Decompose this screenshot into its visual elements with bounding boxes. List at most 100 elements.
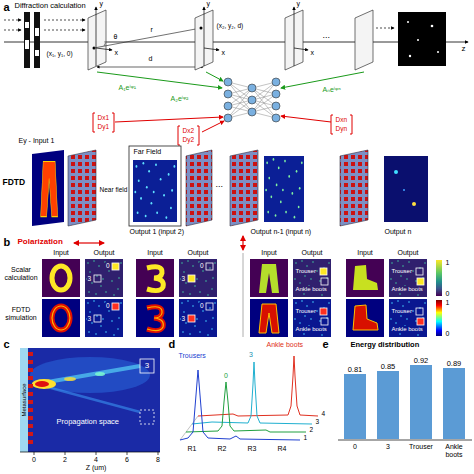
axis-label: z — [461, 45, 466, 54]
field-map — [127, 452, 128, 455]
input-image — [259, 264, 279, 293]
colorbar — [436, 300, 442, 336]
fdtd-sketch — [129, 146, 181, 226]
neural-network — [248, 84, 256, 92]
bar: 0.89 — [443, 359, 465, 439]
column-header: Input — [357, 249, 374, 257]
neural-network — [115, 117, 223, 122]
bar-fill — [443, 368, 465, 439]
field-map — [140, 359, 154, 373]
metasurface-label: Metasurface — [21, 383, 28, 417]
spectrum-plot — [186, 382, 306, 432]
panel-letter: a — [3, 1, 10, 13]
axis-label: y — [99, 0, 104, 8]
input-image — [136, 259, 174, 297]
output-image — [188, 275, 195, 282]
spectrum-plot — [198, 356, 318, 416]
field-map — [140, 410, 154, 424]
bar-fill — [344, 374, 366, 439]
diffraction-sketch — [4, 30, 21, 31]
column-header: Input — [261, 249, 278, 257]
output-image — [390, 260, 426, 296]
spectrum-plot — [192, 362, 312, 424]
region-tick: R1 — [187, 445, 197, 453]
distance-label: d — [148, 55, 153, 63]
bar-fill — [410, 365, 432, 439]
field-map — [28, 376, 33, 380]
field-map — [20, 348, 160, 452]
input-image — [346, 299, 384, 337]
output-image — [86, 300, 122, 336]
detector-label: 0 — [105, 302, 110, 309]
axis-label: x — [221, 49, 226, 57]
field-map — [20, 348, 160, 455]
neural-network — [272, 102, 280, 110]
output-image — [417, 278, 424, 285]
fdtd-sketch — [394, 170, 398, 174]
method-label: FDTD — [2, 178, 26, 187]
input-image — [250, 259, 288, 297]
detector-label: Ankle boots — [295, 286, 327, 293]
field-map — [28, 440, 33, 444]
column-header: Output — [397, 249, 419, 257]
tick-label: 4 — [94, 456, 99, 464]
polarization-arrow — [74, 236, 243, 250]
detector-label: 3 — [181, 275, 186, 282]
input-image — [42, 299, 80, 337]
axis-label: x — [114, 49, 119, 57]
tick-label: 6 — [125, 456, 130, 464]
dipole-label: Dy2 — [182, 136, 195, 143]
field-map — [34, 452, 158, 455]
diffraction-sketch — [294, 7, 295, 66]
field-map — [34, 452, 35, 455]
fdtd-sketch — [230, 150, 258, 226]
output-image — [112, 303, 119, 310]
bar-fill — [377, 371, 399, 439]
neural-network — [202, 121, 224, 132]
input-image — [52, 306, 70, 330]
polarization-label: Polarization — [17, 238, 63, 247]
field-map — [28, 424, 33, 428]
peak-label: Ankle boots — [266, 341, 304, 349]
output-image — [94, 275, 101, 282]
neural-network — [97, 72, 222, 88]
diffraction-sketch — [24, 12, 30, 68]
output-image — [180, 300, 216, 336]
neural-network — [97, 72, 364, 88]
field-map — [158, 452, 159, 455]
output-image — [389, 259, 427, 297]
panel-letter: c — [3, 338, 10, 350]
colorbar — [436, 260, 442, 296]
spectrum-plot — [180, 356, 318, 440]
detector-label: 0 — [199, 302, 204, 309]
detector-label: 3 — [87, 275, 92, 282]
dipole-label: Dyn — [335, 125, 348, 132]
input-image — [52, 306, 70, 330]
axis-label: x — [310, 49, 315, 57]
bar-value: 0.85 — [377, 362, 399, 371]
dipole-label: Dy1 — [97, 123, 110, 130]
output-label: Output n — [384, 228, 412, 236]
field-map — [28, 400, 33, 404]
coordinate-label: (x₂, y₂, d) — [216, 22, 244, 29]
axis-label: y — [296, 0, 301, 8]
bar: 0.92 — [410, 356, 432, 439]
trace-index: 2 — [309, 426, 314, 433]
detector-label: Trouser — [391, 308, 412, 315]
diffraction-sketch — [437, 51, 439, 53]
bar: 0.85 — [377, 362, 399, 439]
diffraction-sketch — [94, 28, 201, 48]
output-image — [293, 299, 331, 337]
field-map — [28, 384, 33, 388]
diffraction-sketch — [104, 41, 105, 46]
input-image — [42, 259, 80, 297]
tick-label: 8 — [156, 456, 161, 464]
diffraction-sketch — [88, 10, 106, 70]
diffraction-sketch — [96, 7, 97, 66]
detector-label: Ankle boots — [391, 286, 423, 293]
region-tick: R2 — [217, 445, 227, 453]
diffraction-sketch — [4, 7, 468, 70]
category-label: 3 — [386, 443, 391, 451]
input-image — [259, 304, 279, 333]
